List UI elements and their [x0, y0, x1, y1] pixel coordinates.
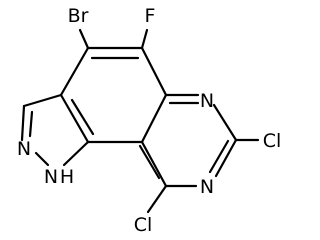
bond [140, 28, 149, 50]
bond [34, 151, 50, 167]
pyrimidine-n-upper-label: N [200, 90, 214, 112]
bond [59, 93, 90, 144]
bond [138, 144, 161, 180]
bond-lines [20, 28, 260, 214]
bond [212, 103, 238, 142]
pyrazole-nh-h-label: H [60, 166, 74, 188]
chlorine-bottom-label: Cl [134, 214, 153, 236]
bond [20, 104, 26, 142]
bond [214, 138, 238, 178]
bond [62, 140, 90, 167]
pyrazole-n-label: N [17, 138, 31, 160]
bond [28, 110, 34, 138]
bond [140, 140, 168, 188]
bond [140, 93, 168, 144]
bond [22, 93, 63, 108]
bond [59, 46, 90, 97]
bond [70, 98, 95, 136]
bromine-label: Br [68, 5, 89, 27]
chemical-structure-diagram: Br F N Cl N Cl N N H [17, 5, 281, 236]
atom-labels: Br F N Cl N Cl N N H [17, 5, 281, 236]
fluorine-label: F [145, 5, 156, 27]
pyrazole-nh-n-label: N [44, 166, 58, 188]
bond [208, 139, 230, 174]
chlorine-right-label: Cl [263, 130, 282, 152]
pyrimidine-n-lower-label: N [200, 176, 214, 198]
bond [78, 28, 90, 50]
bond [146, 184, 168, 214]
bond [140, 46, 168, 97]
